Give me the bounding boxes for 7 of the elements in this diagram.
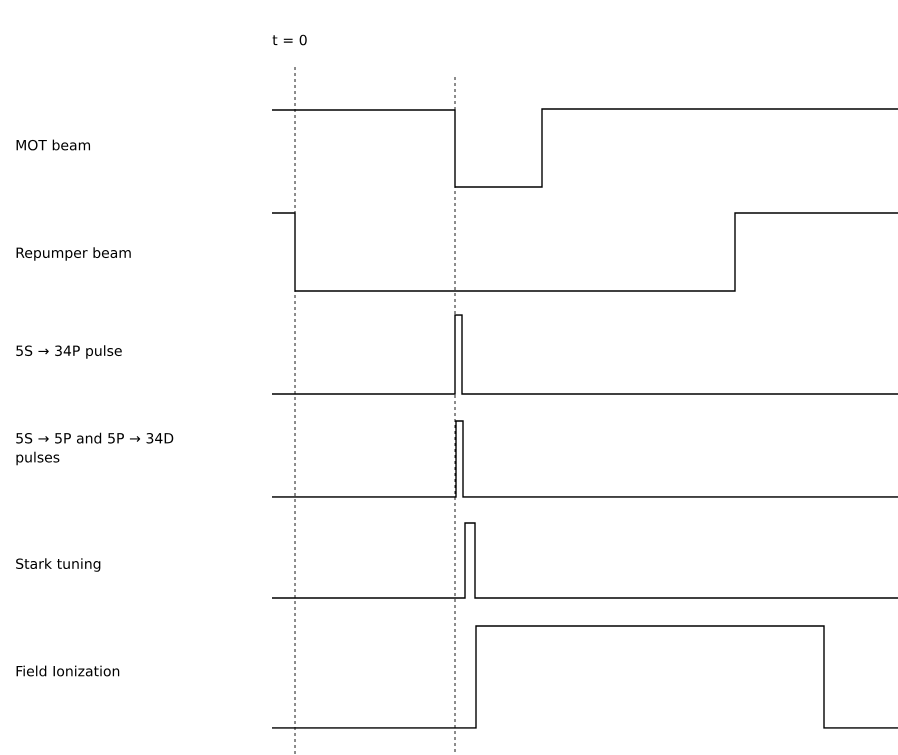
signal-label: MOT beam [16,140,90,150]
signal-label: 5S → 5P and 5P → 34D pulses [16,432,174,466]
signal-label: Field Ionization [16,666,120,676]
signal-label: Stark tuning [16,558,100,572]
signal-label: 5S → 34P pulse [16,345,122,359]
signal-label: Repumper beam [16,247,131,261]
time-label: t = 0 [272,34,307,46]
